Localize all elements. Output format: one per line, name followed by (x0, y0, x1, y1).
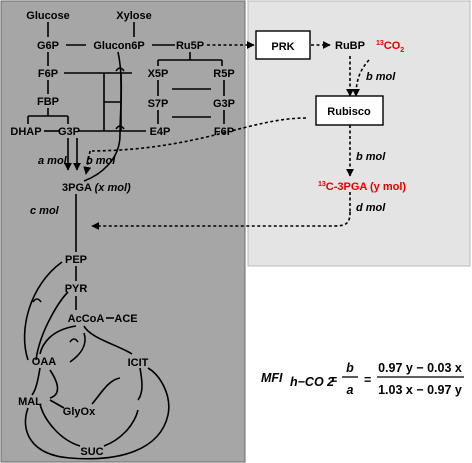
node-ace: ACE (114, 313, 137, 325)
node-rubp: RuBP (335, 40, 365, 52)
node-glyox: GlyOx (63, 406, 96, 418)
node-glucon6p: Glucon6P (93, 40, 144, 52)
node-g3p: G3P (58, 126, 80, 138)
flux-label-b-left: b mol (86, 155, 116, 167)
formula-equals-1: = (330, 373, 337, 387)
node-pep: PEP (65, 254, 87, 266)
dashed-flux-arrows (83, 41, 370, 230)
flux-label-b-rubisco: b mol (356, 151, 386, 163)
node-g6p: G6P (37, 40, 59, 52)
prk-box (255, 30, 311, 60)
node-oaa: OAA (32, 356, 57, 368)
flux-label-d: d mol (356, 202, 386, 214)
pathway-lines (23, 22, 225, 460)
mfi-formula: MFI h−CO 2 = b a = 0.97 y − 0.03 x 1.03 … (261, 361, 464, 397)
formula-lhs-subscript: h−CO 2 (290, 375, 334, 389)
node-f6p: F6P (38, 68, 58, 80)
node-13c-3pga: 13C-3PGA (y mol) (318, 181, 406, 193)
flux-label-c: c mol (30, 205, 60, 217)
formula-numerator: 0.97 y − 0.03 x (378, 361, 462, 375)
node-e4p: E4P (150, 126, 171, 138)
flux-label-a: a mol (38, 155, 68, 167)
node-icit: ICIT (128, 357, 149, 369)
node-fbp: FBP (37, 96, 59, 108)
flux-label-b-co2: b mol (366, 71, 396, 83)
node-s7p: S7P (148, 98, 169, 110)
node-ru5p: Ru5P (176, 40, 204, 52)
formula-denominator: 1.03 x − 0.97 y (378, 383, 462, 397)
node-3pga: 3PGA (x mol) (62, 182, 131, 194)
formula-frac-denominator: a (347, 383, 354, 397)
formula-frac-numerator: b (346, 361, 354, 375)
rubisco-box (315, 95, 384, 126)
cytosol-panel (0, 0, 246, 463)
formula-equals-2: = (364, 373, 371, 387)
node-xylose: Xylose (116, 10, 151, 22)
prk-label: PRK (271, 41, 294, 53)
formula-lhs: MFI (261, 371, 283, 385)
node-dhap: DHAP (10, 126, 41, 138)
node-pyr: PYR (65, 283, 88, 295)
node-r5p: R5P (213, 68, 234, 80)
node-glucose: Glucose (26, 10, 69, 22)
node-g3p-right: G3P (213, 98, 235, 110)
metabolite-labels: Glucose Xylose G6P Glucon6P Ru5P F6P X5P… (10, 10, 406, 458)
flux-labels: a mol b mol c mol b mol b mol d mol (30, 71, 396, 217)
rubisco-label: Rubisco (327, 106, 371, 118)
node-f6p-right: F6P (214, 126, 234, 138)
node-suc: SUC (80, 446, 103, 458)
node-co2: 13CO2 (376, 40, 404, 54)
node-mal: MAL (18, 396, 42, 408)
node-x5p: X5P (148, 68, 169, 80)
node-accoa: AcCoA (68, 313, 105, 325)
